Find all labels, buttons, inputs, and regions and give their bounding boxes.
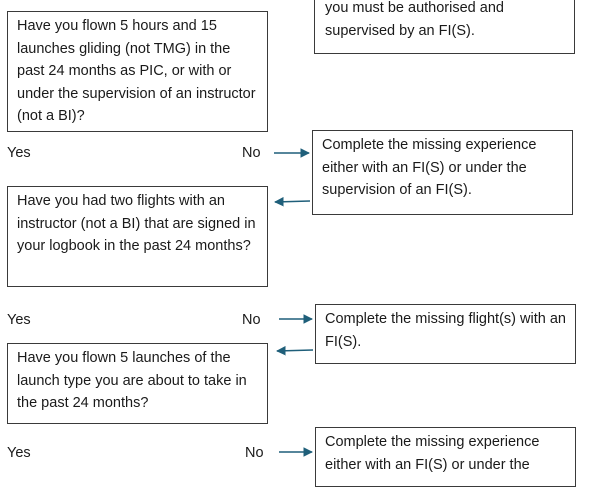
question-2-yes-label: Yes: [7, 312, 31, 328]
top-right-instruction-box: you must be authorised and supervised by…: [314, 0, 575, 54]
arrow-action-1-to-question-2: [274, 196, 311, 207]
top-right-instruction-text: you must be authorised and supervised by…: [325, 0, 504, 39]
action-1-text: Complete the missing experience either w…: [322, 137, 537, 198]
question-3-text: Have you flown 5 launches of the launch …: [17, 350, 247, 411]
question-2-box: Have you had two flights with an instruc…: [7, 186, 268, 287]
question-3-yes-label: Yes: [7, 445, 31, 461]
question-2-text: Have you had two flights with an instruc…: [17, 193, 256, 254]
arrows-layer: [274, 148, 314, 457]
question-1-no-label: No: [242, 145, 261, 161]
question-3-no-label: No: [245, 445, 264, 461]
arrow-action-2-to-question-3: [276, 345, 314, 356]
question-2-no-label: No: [242, 312, 261, 328]
action-2-box: Complete the missing flight(s) with an F…: [315, 304, 576, 364]
action-3-text: Complete the missing experience either w…: [325, 434, 540, 473]
action-1-box: Complete the missing experience either w…: [312, 130, 573, 215]
question-1-yes-label: Yes: [7, 145, 31, 161]
question-3-box: Have you flown 5 launches of the launch …: [7, 343, 268, 424]
question-1-text: Have you flown 5 hours and 15 launches g…: [17, 18, 256, 124]
action-2-text: Complete the missing flight(s) with an F…: [325, 311, 566, 350]
question-1-box: Have you flown 5 hours and 15 launches g…: [7, 11, 268, 132]
